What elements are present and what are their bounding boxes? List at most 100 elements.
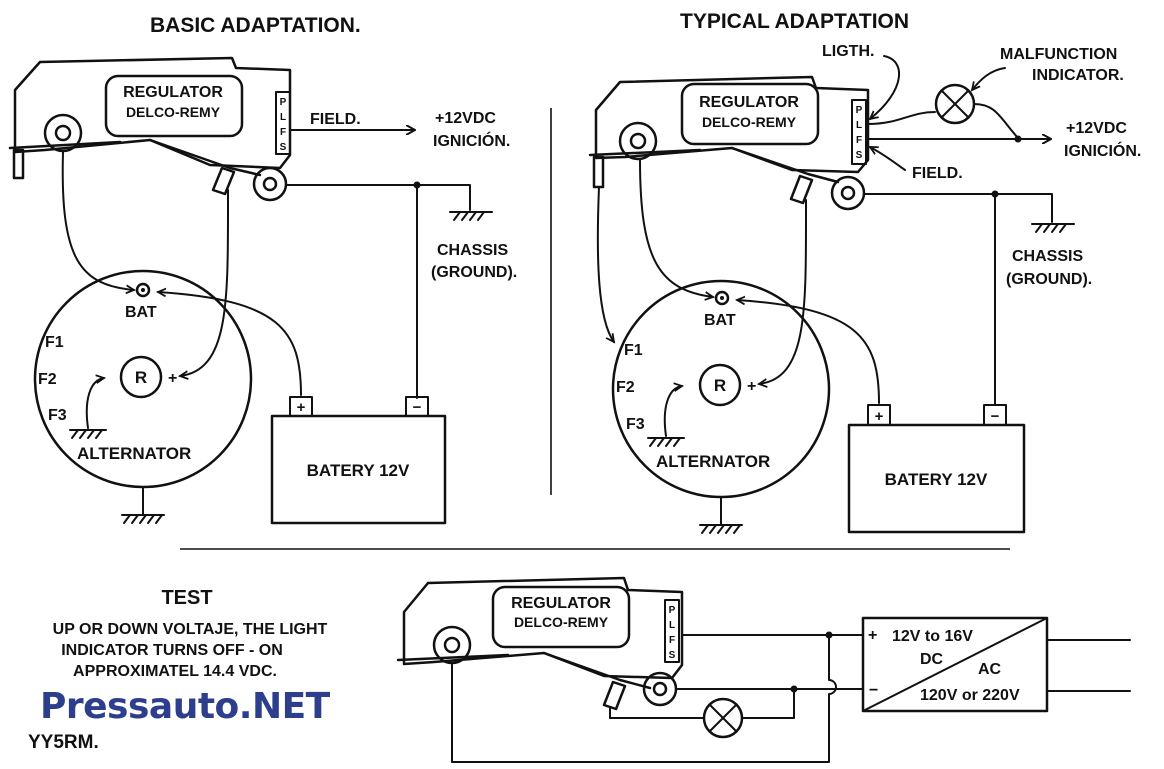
alternator-label-basic: ALTERNATOR (77, 444, 191, 463)
supply-label-basic: +12VDC (435, 110, 496, 127)
light-label-typical: LIGTH. (822, 43, 874, 60)
terminal-p-basic: P (280, 97, 287, 108)
terminal-l-basic: L (280, 112, 286, 123)
malfunction-lamp-typical (934, 83, 976, 125)
f3-label-typical: F3 (626, 416, 645, 433)
regulator-model-test: DELCO-REMY (514, 614, 609, 630)
terminal-s-basic: S (280, 142, 287, 153)
brand-watermark: Pressauto.NET (40, 686, 330, 727)
converter-ac-label: AC (978, 661, 1002, 678)
regulator-basic (8, 56, 292, 202)
ignition-label-typical: IGNICIÓN. (1064, 141, 1141, 160)
ground-symbol-f3-typical (647, 437, 685, 447)
terminal-s-typical: S (856, 150, 863, 161)
battery-negative-terminal-basic (405, 396, 429, 417)
chassis-label-typical: CHASSIS (1012, 248, 1083, 265)
converter-dc-label: DC (920, 651, 944, 668)
battery-to-bat-wire-typical (737, 300, 880, 404)
terminal-l-test: L (669, 620, 675, 631)
regulator-to-bat-wire-basic (61, 151, 134, 290)
battery-typical (847, 423, 1026, 534)
bat-label-typical: BAT (704, 312, 736, 329)
alternator-label-typical: ALTERNATOR (656, 452, 770, 471)
field-pointer-typical (870, 146, 906, 171)
test-wiring (451, 631, 864, 763)
ground-symbol-alternator-typical (699, 496, 743, 534)
lamp-wire-in-typical (867, 111, 936, 125)
ground-label-typical: (GROUND). (1006, 271, 1092, 288)
battery-label-typical: BATERY 12V (885, 470, 988, 489)
regulator-label-test: REGULATOR (511, 595, 611, 612)
typical-adaptation-title: TYPICAL ADAPTATION (680, 10, 909, 33)
bat-terminal-basic (135, 282, 151, 298)
rotor-plus-typical: + (747, 378, 756, 395)
f1-label-typical: F1 (624, 342, 643, 359)
converter-minus: − (869, 682, 878, 699)
f2-label-typical: F2 (616, 379, 635, 396)
ground-symbol-f3-basic (69, 429, 107, 439)
bat-terminal-typical (714, 290, 730, 306)
battery-to-bat-wire-basic (158, 292, 302, 396)
converter-plus: + (868, 627, 877, 644)
rotor-label-basic: R (135, 368, 147, 387)
terminal-f-typical: F (856, 135, 862, 146)
terminal-f-test: F (669, 635, 675, 646)
converter-input-range: 12V to 16V (892, 628, 973, 645)
dc-ac-converter (861, 616, 1049, 713)
regulator-to-rotor-wire-basic (180, 189, 230, 376)
ground-label-basic: (GROUND). (431, 264, 517, 281)
terminal-f-basic: F (280, 127, 286, 138)
battery-basic (270, 414, 447, 525)
ground-symbol-chassis-typical (1031, 223, 1075, 233)
converter-diagonal (862, 617, 1048, 712)
chassis-wire-basic (285, 181, 471, 399)
ground-symbol-alternator-basic (121, 486, 165, 524)
battery-negative-terminal-typical (983, 404, 1007, 426)
f2-label-basic: F2 (38, 371, 57, 388)
battery-positive-terminal-typical (867, 404, 891, 426)
chassis-wire-typical (863, 190, 1053, 406)
f1-label-basic: F1 (45, 334, 64, 351)
regulator-typical (588, 75, 870, 211)
battery-minus-typical: − (991, 408, 1000, 425)
converter-output-range: 120V or 220V (920, 687, 1020, 704)
terminal-p-test: P (669, 605, 676, 616)
terminal-s-test: S (669, 650, 676, 661)
regulator-model-typical: DELCO-REMY (702, 114, 797, 130)
test-title: TEST (161, 587, 212, 609)
test-lamp (702, 697, 744, 739)
chassis-label-basic: CHASSIS (437, 242, 508, 259)
battery-positive-terminal-basic (289, 396, 313, 417)
f3-label-basic: F3 (48, 407, 67, 424)
light-pointer-typical (870, 55, 900, 119)
rotor-label-typical: R (714, 376, 726, 395)
rotor-basic (119, 355, 163, 399)
supply-label-typical: +12VDC (1066, 120, 1127, 137)
terminal-p-typical: P (856, 105, 863, 116)
regulator-to-rotor-wire-typical (759, 199, 808, 384)
ignition-label-basic: IGNICIÓN. (433, 131, 510, 150)
battery-label-basic: BATERY 12V (307, 461, 410, 480)
basic-adaptation-title: BASIC ADAPTATION. (150, 14, 361, 37)
terminal-l-typical: L (856, 120, 862, 131)
field-label-basic: FIELD. (310, 111, 361, 128)
regulator-to-f1-wire-typical (596, 186, 614, 342)
test-line-3: APPROXIMATEL 14.4 VDC. (73, 663, 277, 680)
indicator-label-typical: INDICATOR. (1032, 67, 1124, 84)
regulator-to-bat-wire-typical (639, 159, 713, 297)
test-line-1: UP OR DOWN VOLTAJE, THE LIGHT (53, 621, 328, 638)
regulator-label-basic: REGULATOR (123, 84, 223, 101)
test-line-2: INDICATOR TURNS OFF - ON (61, 642, 283, 659)
battery-plus-typical: + (875, 408, 884, 425)
f3-to-rotor-wire-basic (85, 378, 104, 429)
battery-plus-basic: + (297, 399, 306, 416)
ground-symbol-chassis-basic (449, 211, 493, 221)
regulator-test (396, 576, 684, 711)
bat-label-basic: BAT (125, 304, 157, 321)
rotor-plus-basic: + (168, 370, 177, 387)
malfunction-pointer-typical (972, 67, 1006, 90)
diagram-code: YY5RM. (28, 732, 99, 753)
lamp-wire-out-typical (973, 103, 1019, 139)
battery-minus-basic: − (413, 399, 422, 416)
